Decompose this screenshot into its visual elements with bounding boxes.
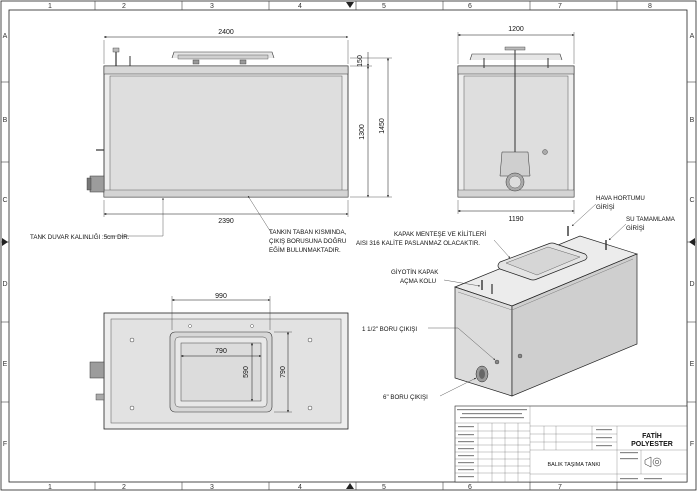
col-label: 5	[382, 3, 386, 10]
note-hinge-2: AISI 316 KALİTE PASLANMAZ OLACAKTIR.	[356, 240, 480, 247]
grid-labels: 1 2 3 4 5 6 7 8 1 2 3 4 5 6 7 A B C D E …	[2, 3, 694, 491]
col-label: 1	[48, 3, 52, 10]
row-label: A	[690, 33, 695, 40]
dim-lid-height-top: 790	[280, 366, 287, 378]
row-label: B	[690, 117, 695, 124]
row-label: F	[3, 441, 7, 448]
note-hinge-1: KAPAK MENTEŞE VE KİLİTLERİ	[394, 231, 486, 238]
front-view: 2400 2390 150 1300 1450	[86, 29, 392, 225]
note-pipe-large: 6" BORU ÇIKIŞI	[383, 394, 428, 401]
title-block: FATİH POLYESTER BALIK TAŞIMA TANKI	[454, 405, 688, 483]
row-label: C	[689, 197, 694, 204]
col-label: 5	[382, 484, 386, 491]
col-label: 6	[468, 484, 472, 491]
note-bottom-slope-1: TANKIN TABAN KISMINDA,	[269, 229, 347, 236]
row-label: C	[2, 197, 7, 204]
side-view: 1200 1190	[457, 26, 575, 223]
note-guillotine-1: GİYOTİN KAPAK	[391, 269, 439, 276]
row-label: D	[689, 281, 694, 288]
dim-total-height: 1450	[379, 118, 386, 134]
row-label: F	[690, 441, 694, 448]
dim-lid-width: 990	[215, 293, 227, 300]
note-air-hose-1: HAVA HORTUMU	[596, 195, 645, 202]
note-guillotine-2: AÇMA KOLU	[400, 278, 436, 285]
drawing-title: BALIK TAŞIMA TANKI	[548, 462, 601, 468]
dim-front-inner-width: 2390	[218, 218, 234, 225]
projection-symbol	[644, 456, 662, 468]
col-label: 7	[558, 484, 562, 491]
col-label: 4	[298, 3, 302, 10]
dim-front-width: 2400	[218, 29, 234, 36]
row-label: A	[3, 33, 8, 40]
dim-opening-width: 790	[215, 348, 227, 355]
dim-body-height: 1300	[359, 124, 366, 140]
note-bottom-slope-2: ÇIKIŞ BORUSUNA DOĞRU	[269, 238, 346, 245]
company-name-1: FATİH	[642, 432, 662, 440]
col-label: 3	[210, 3, 214, 10]
col-label: 4	[298, 484, 302, 491]
note-water-fill-1: SU TAMAMLAMA	[626, 216, 676, 223]
dim-opening-height: 590	[243, 366, 250, 378]
col-label: 6	[468, 3, 472, 10]
col-label: 3	[210, 484, 214, 491]
row-label: D	[2, 281, 7, 288]
row-label: E	[3, 361, 8, 368]
dim-side-inner-width: 1190	[508, 216, 523, 223]
company-name-2: POLYESTER	[631, 441, 673, 448]
note-wall-thickness: TANK DUVAR KALINLIĞI :5cm DİR.	[30, 234, 130, 241]
annotations: TANK DUVAR KALINLIĞI :5cm DİR. TANKIN TA…	[30, 195, 676, 401]
dim-side-width: 1200	[508, 26, 524, 33]
col-label: 1	[48, 484, 52, 491]
dim-lid-height: 150	[357, 55, 364, 67]
note-water-fill-2: GİRİŞİ	[626, 225, 645, 232]
col-label: 2	[122, 3, 126, 10]
col-label: 8	[648, 3, 652, 10]
row-label: B	[3, 117, 8, 124]
note-air-hose-2: GİRİŞİ	[596, 204, 615, 211]
row-label: E	[690, 361, 695, 368]
col-label: 2	[122, 484, 126, 491]
note-pipe-small: 1 1/2" BORU ÇIKIŞI	[362, 326, 417, 333]
note-bottom-slope-3: EĞİM BULUNMAKTADIR.	[269, 247, 341, 254]
isometric-view	[453, 226, 639, 397]
col-label: 7	[558, 3, 562, 10]
top-view: 990 790 590 790	[89, 293, 349, 430]
